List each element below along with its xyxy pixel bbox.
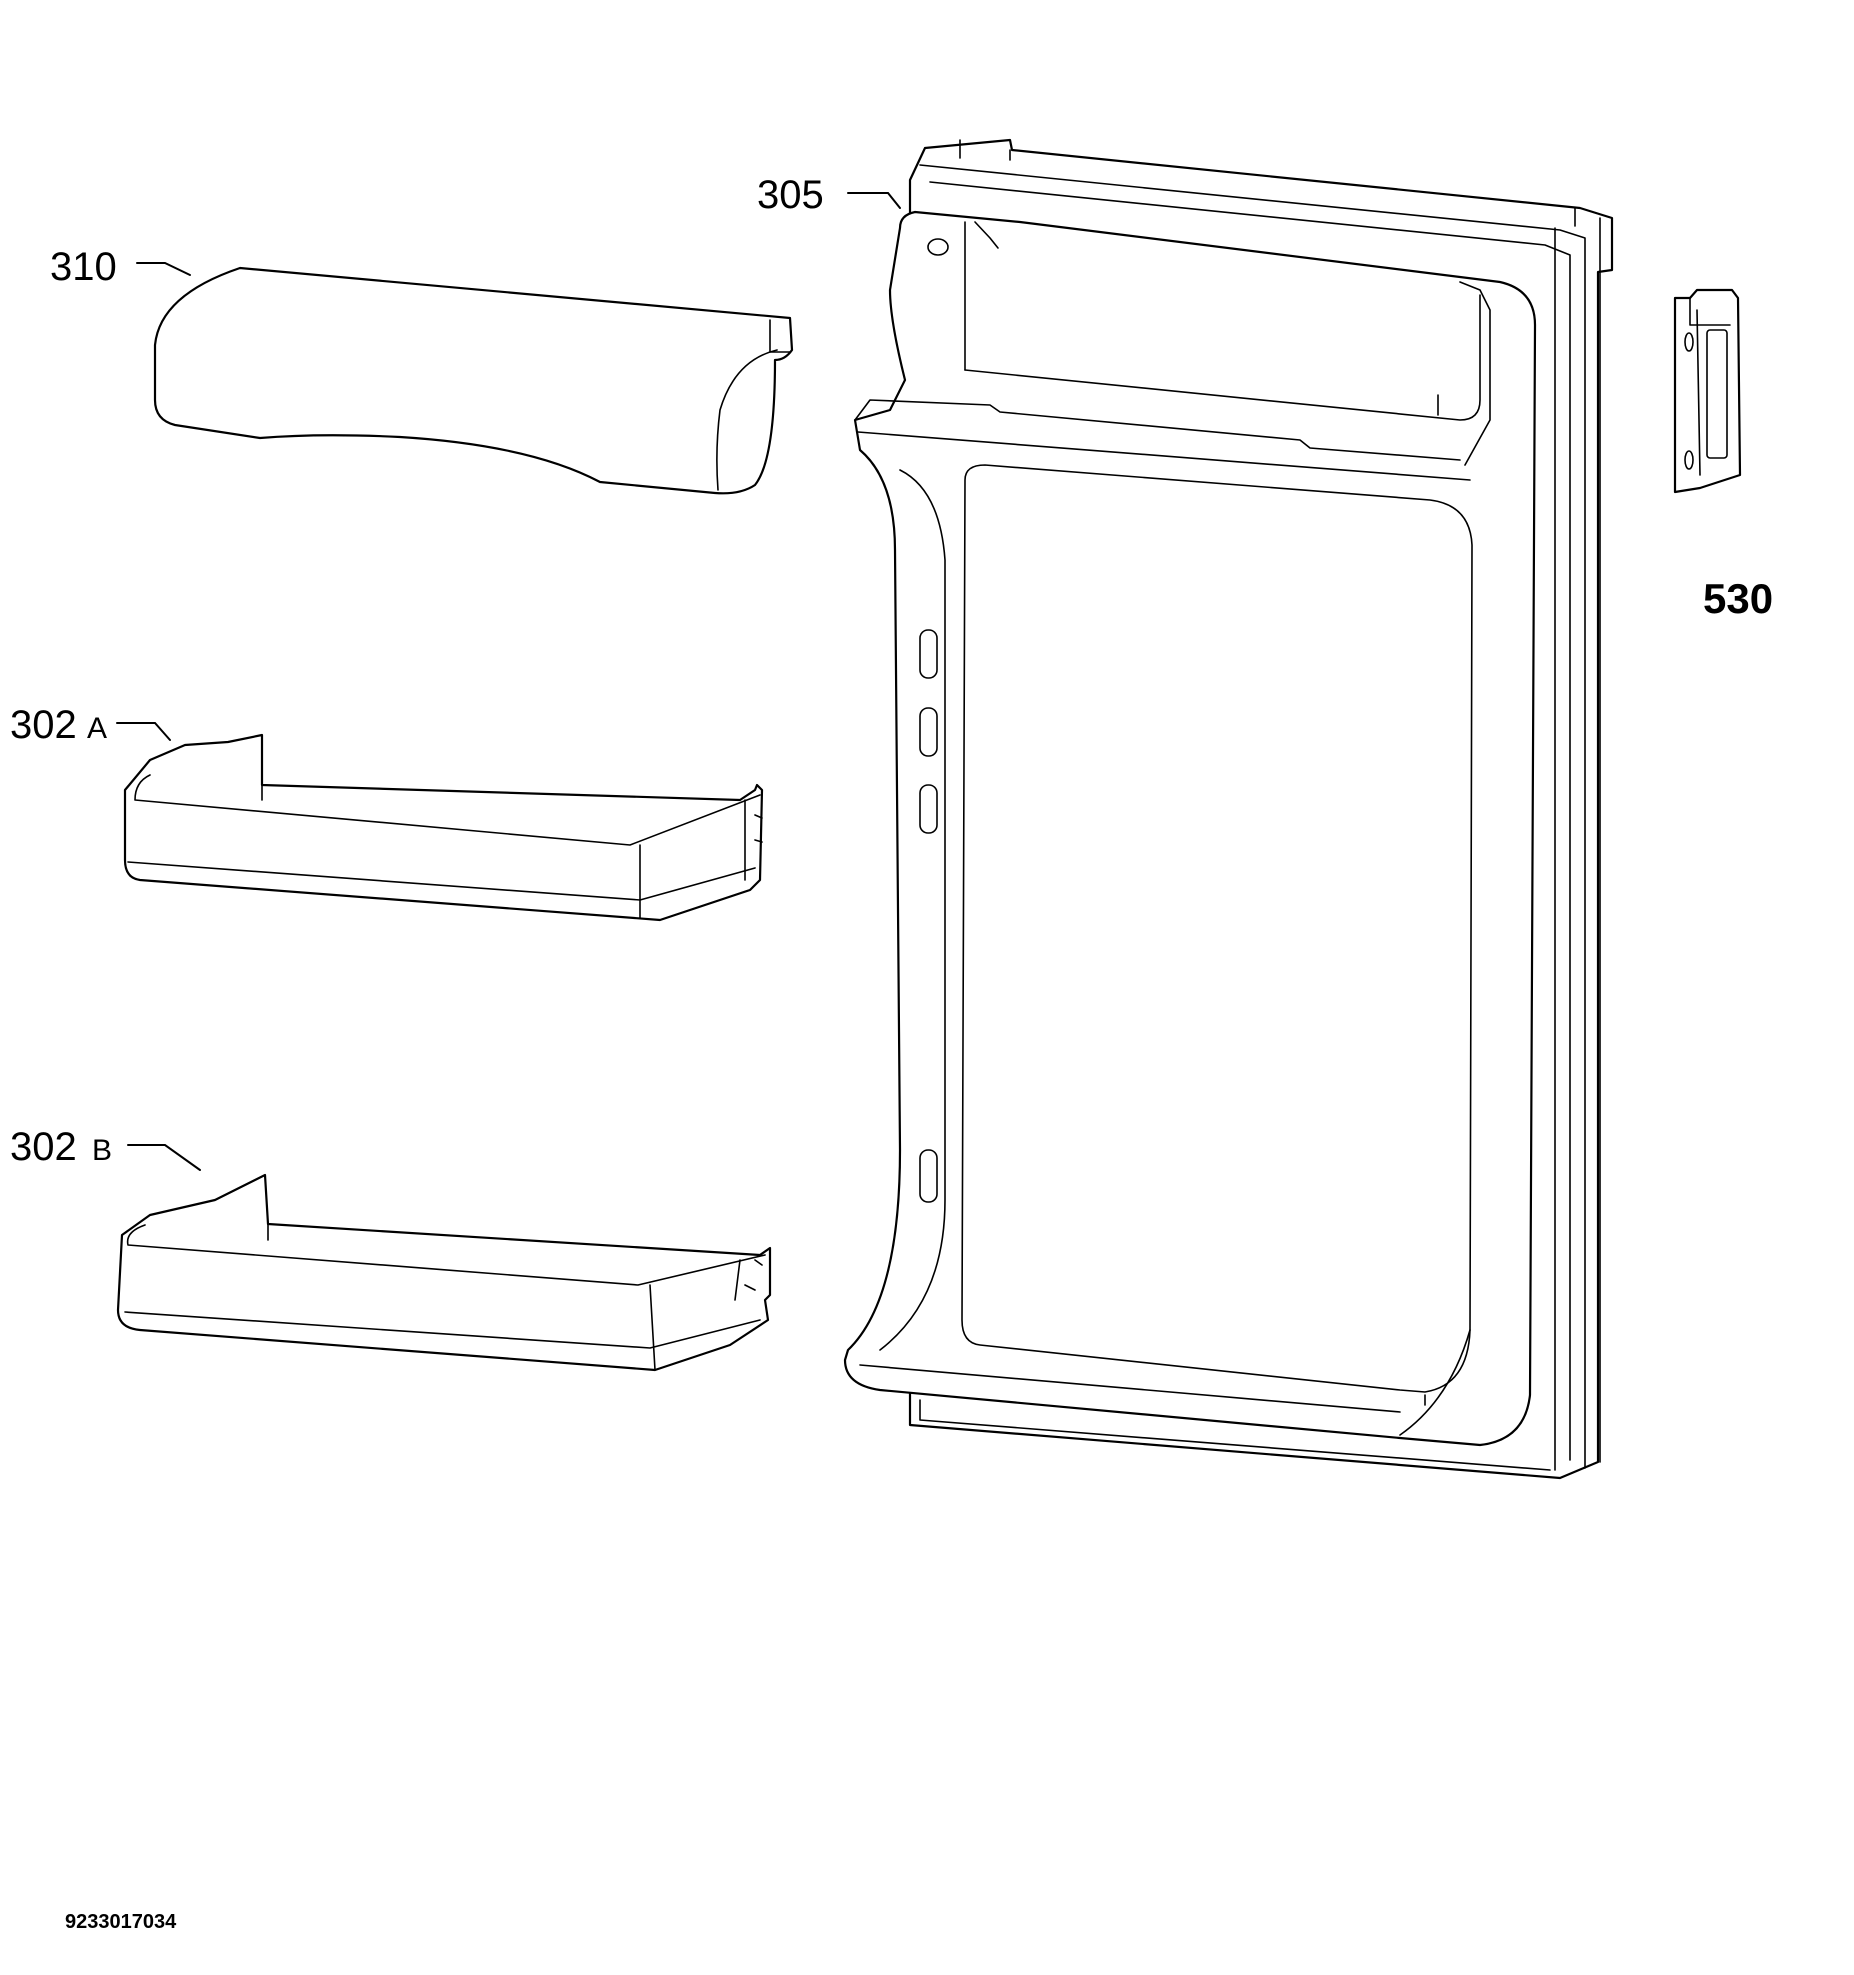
callout-302a: 302 [10, 703, 77, 747]
callout-302b-suffix: B [92, 1134, 112, 1167]
callout-305: 305 [757, 173, 824, 217]
door-assembly-305 [843, 138, 1614, 1480]
handle-plate-530 [1673, 288, 1742, 494]
callout-302a-suffix: A [87, 712, 107, 745]
door-shelf-302b [116, 1173, 772, 1372]
door-shelf-302a [123, 733, 764, 922]
leader-line-302b [127, 1144, 201, 1171]
callout-302b: 302 [10, 1125, 77, 1169]
callout-530: 530 [1703, 575, 1773, 622]
leader-line-305 [847, 192, 901, 209]
top-cover-310 [153, 266, 794, 495]
document-number: 9233017034 [65, 1911, 177, 1933]
leader-line-302a [116, 722, 171, 741]
leader-line-310 [136, 262, 191, 276]
callout-310: 310 [50, 245, 117, 289]
